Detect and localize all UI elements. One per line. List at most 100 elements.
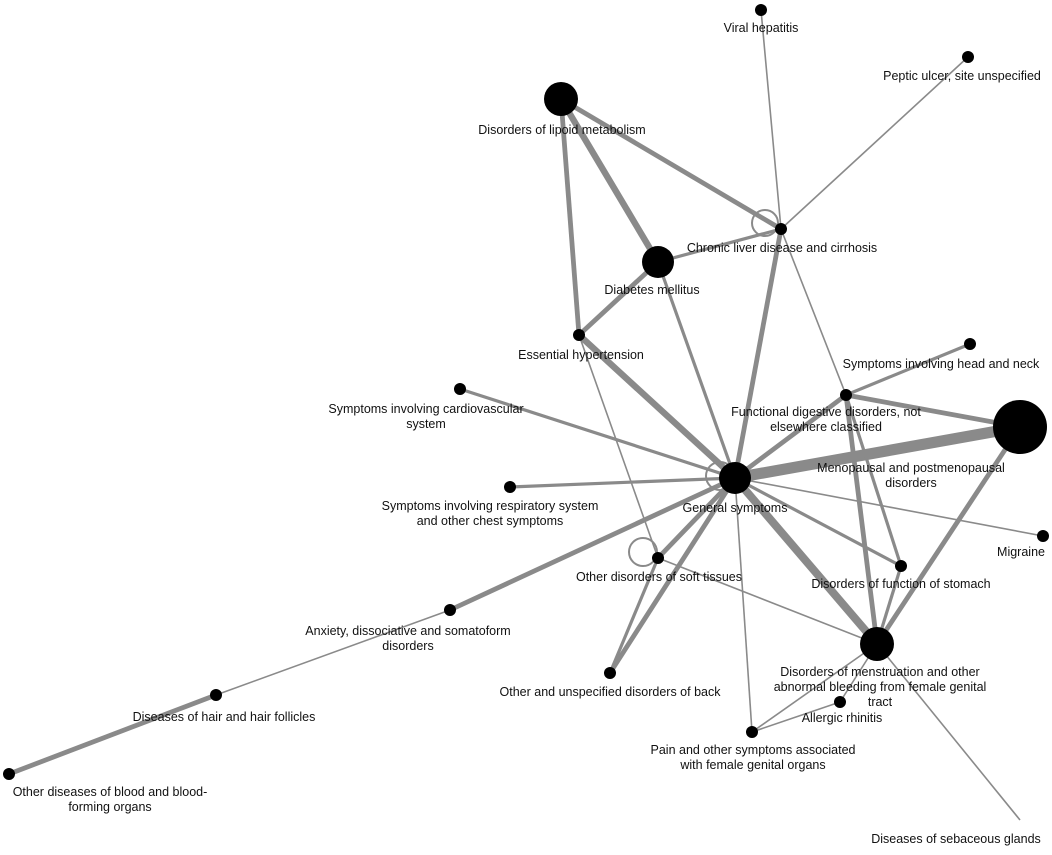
node-blood	[3, 768, 15, 780]
label-peptic-ulcer: Peptic ulcer, site unspecified	[883, 69, 1041, 83]
node-head-neck	[964, 338, 976, 350]
label-line: tract	[868, 695, 893, 709]
nodes-layer	[3, 4, 1049, 780]
edge-diabetes-hypertension	[577, 260, 660, 337]
label-line: Diseases of hair and hair follicles	[133, 710, 316, 724]
edge-soft-tissues-menstruation	[657, 557, 878, 645]
label-line: Chronic liver disease and cirrhosis	[687, 241, 877, 255]
node-respiratory	[504, 481, 516, 493]
label-allergic: Allergic rhinitis	[802, 711, 883, 725]
node-anxiety	[444, 604, 456, 616]
edge-respiratory-general	[509, 476, 736, 489]
label-line: forming organs	[68, 800, 151, 814]
edge-menstruation-sebaceous	[876, 643, 1021, 821]
edge-general-pain-female	[734, 477, 753, 733]
edge-anxiety-hair	[215, 609, 451, 696]
edge-functional-digestive-menopausal	[845, 392, 1021, 430]
label-line: Symptoms involving respiratory system	[382, 499, 599, 513]
edge-viral-hepatitis-liver	[760, 9, 782, 230]
label-hypertension: Essential hypertension	[518, 348, 644, 362]
label-line: disorders	[885, 476, 936, 490]
label-line: elsewhere classified	[770, 420, 882, 434]
edge-functional-digestive-menstruation	[843, 394, 880, 645]
label-line: Disorders of lipoid metabolism	[478, 123, 645, 137]
label-line: Functional digestive disorders, not	[731, 405, 921, 419]
edge-lipoid-hypertension	[558, 98, 582, 336]
label-head-neck: Symptoms involving head and neck	[843, 357, 1040, 371]
node-stomach	[895, 560, 907, 572]
edge-general-soft-tissues	[656, 476, 737, 560]
edge-soft-tissues-back	[608, 557, 660, 674]
label-line: Disorders of menstruation and other	[780, 665, 979, 679]
node-migraine	[1037, 530, 1049, 542]
edge-peptic-ulcer-liver	[780, 56, 969, 230]
label-line: Diabetes mellitus	[604, 283, 699, 297]
label-line: abnormal bleeding from female genital	[774, 680, 987, 694]
self-loop-liver	[751, 209, 779, 237]
edge-general-menopausal	[734, 421, 1021, 484]
label-line: Viral hepatitis	[724, 21, 799, 35]
edge-general-migraine	[734, 477, 1044, 537]
label-line: with female genital organs	[679, 758, 825, 772]
label-line: Disorders of function of stomach	[811, 577, 990, 591]
node-functional-digestive	[840, 389, 852, 401]
label-line: Diseases of sebaceous glands	[871, 832, 1041, 846]
edge-head-neck-functional-digestive	[845, 342, 971, 397]
label-line: Menopausal and postmenopausal	[817, 461, 1005, 475]
node-lipoid	[544, 82, 578, 116]
label-line: Other disorders of soft tissues	[576, 570, 742, 584]
label-line: Migraine	[997, 545, 1045, 559]
label-soft-tissues: Other disorders of soft tissues	[576, 570, 742, 584]
label-line: Other and unspecified disorders of back	[500, 685, 722, 699]
label-line: Anxiety, dissociative and somatoform	[305, 624, 510, 638]
edges-layer	[8, 9, 1044, 821]
label-general: General symptoms	[683, 501, 788, 515]
edge-hair-blood	[8, 692, 217, 777]
label-migraine: Migraine	[997, 545, 1045, 559]
node-menopausal	[993, 400, 1047, 454]
node-back	[604, 667, 616, 679]
self-loop-soft-tissues	[628, 537, 658, 567]
node-diabetes	[642, 246, 674, 278]
node-general	[719, 462, 751, 494]
edge-liver-general	[732, 228, 784, 479]
label-viral-hepatitis: Viral hepatitis	[724, 21, 799, 35]
label-liver: Chronic liver disease and cirrhosis	[687, 241, 877, 255]
edge-menstruation-pain-female	[751, 643, 878, 733]
edge-hypertension-general	[576, 332, 738, 481]
edge-general-back	[607, 476, 738, 675]
label-hair: Diseases of hair and hair follicles	[133, 710, 316, 724]
edge-lipoid-diabetes	[558, 97, 661, 264]
edge-general-menstruation	[731, 475, 881, 647]
label-blood: Other diseases of blood and blood-formin…	[13, 785, 208, 814]
edge-allergic-pain-female	[751, 701, 841, 733]
edge-functional-digestive-stomach	[844, 394, 903, 567]
label-line: Pain and other symptoms associated	[651, 743, 856, 757]
edge-cardio-general	[459, 387, 736, 480]
node-pain-female	[746, 726, 758, 738]
node-allergic	[834, 696, 846, 708]
label-line: disorders	[382, 639, 433, 653]
label-line: Other diseases of blood and blood-	[13, 785, 208, 799]
label-line: Symptoms involving head and neck	[843, 357, 1040, 371]
node-hair	[210, 689, 222, 701]
node-menstruation	[860, 627, 894, 661]
edge-liver-functional-digestive	[780, 228, 847, 396]
label-stomach: Disorders of function of stomach	[811, 577, 990, 591]
label-diabetes: Diabetes mellitus	[604, 283, 699, 297]
node-cardio	[454, 383, 466, 395]
edge-general-stomach	[734, 476, 902, 568]
edge-diabetes-general	[656, 261, 737, 479]
node-viral-hepatitis	[755, 4, 767, 16]
label-line: system	[406, 417, 446, 431]
